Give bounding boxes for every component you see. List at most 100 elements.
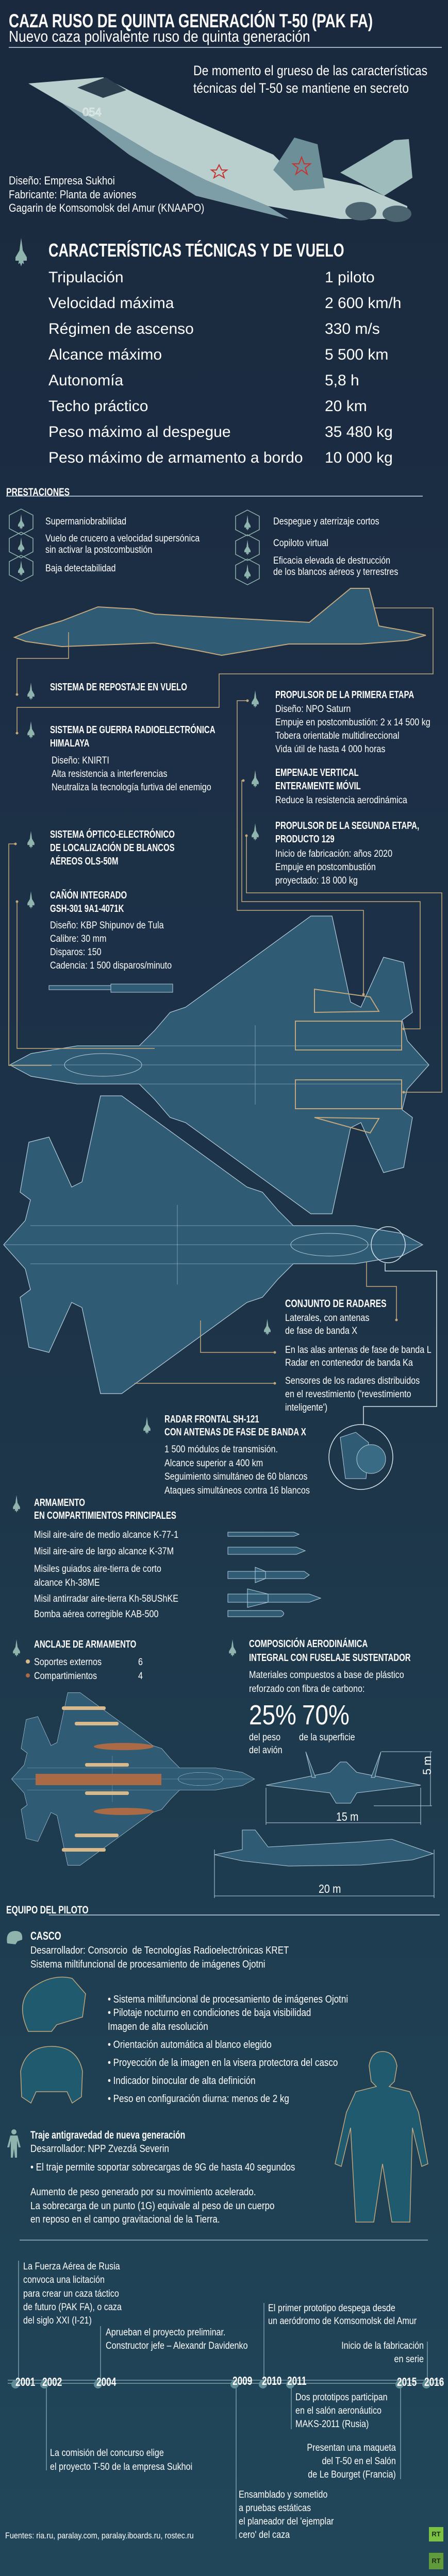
legend-count: 4 — [138, 1671, 143, 1682]
spec-label: Alcance máximo — [48, 346, 162, 363]
virtual-copilot-icon — [236, 535, 259, 561]
optical-title: SISTEMA ÓPTICO-ELECTRÓNICO DE LOCALIZACI… — [50, 829, 175, 867]
side-view-small-blueprint — [214, 1829, 434, 1867]
spec-value: 2 600 km/h — [325, 295, 402, 312]
pilot-divider — [49, 1914, 440, 1916]
sources: Fuentes: ria.ru, paralay.com, paralay.ib… — [5, 2531, 194, 2540]
supermaneuverability-icon — [9, 509, 33, 535]
frontal-radar-title: RADAR FRONTAL SH-121 CON ANTENAS DE FASE… — [164, 1414, 306, 1438]
page-title: CAZA RUSO DE QUINTA GENERACIÓN T-50 (PAK… — [9, 10, 373, 31]
missile-k37m — [227, 1547, 306, 1555]
hero-jet-illustration: 054 — [28, 77, 412, 222]
spec-value: 5,8 h — [325, 372, 359, 389]
legend-label: Compartimientos — [34, 1671, 97, 1682]
bomb-kab500 — [227, 1610, 284, 1617]
surface-percentage: 70% — [302, 1700, 350, 1731]
suit-note: Aumento de peso generado por su movimien… — [30, 2187, 275, 2225]
rt-logo-secondary: RT — [429, 2553, 443, 2569]
timeline-year: 2010 — [262, 2374, 282, 2387]
short-takeoff-icon — [236, 510, 259, 536]
helmet-icon — [7, 1931, 23, 1944]
timeline-event-2009: Ensamblado y sometido a pruebas estática… — [239, 2489, 334, 2540]
timeline-year: 2015 — [397, 2375, 417, 2388]
length-dimension: 20 m — [319, 1882, 341, 1895]
target-destruction-icon — [236, 559, 259, 585]
helmet-feature: • Sistema miltifuncional de procesamient… — [108, 1994, 349, 2005]
timeline-year: 2011 — [287, 2374, 307, 2387]
performance-item: Eficacia elevada de destrucción de los b… — [273, 555, 399, 578]
cannon-details: Diseño: KBP Shipunov de Tula Calibre: 30… — [50, 920, 172, 971]
callout-lines — [8, 607, 442, 1384]
tail-title: EMPENAJE VERTICAL ENTERAMENTE MÓVIL — [275, 767, 361, 792]
ew-details: Diseño: KNIRTI Alta resistencia a interf… — [52, 755, 211, 793]
spec-label: Tripulación — [48, 269, 124, 286]
aircraft-number: 054 — [82, 106, 102, 118]
jet-silhouette-icon — [15, 238, 27, 266]
timeline-year: 2001 — [15, 2375, 36, 2388]
performance-item: Supermaniobrabilidad — [45, 516, 127, 527]
engine1-details: Diseño: NPO Saturn Empuje en postcombust… — [275, 704, 430, 755]
callout-dots — [14, 693, 405, 1385]
top-view-engine-outlines — [295, 988, 402, 1134]
header-divider — [9, 47, 442, 48]
helmet-feature: • Pilotaje nocturno en condiciones de ba… — [108, 2007, 311, 2019]
aero-materials: Materiales compuestos a base de plástico… — [249, 1670, 404, 1694]
engine2-title: PROPULSOR DE LA SEGUNDA ETAPA, PRODUCTO … — [275, 820, 420, 845]
radar-highlight-circle — [371, 1226, 406, 1263]
weight-percentage: 25% — [249, 1700, 296, 1731]
suit-developer: Desarrollador: NPP Zvezdá Severin — [30, 2143, 169, 2155]
helmet-feature: • Peso en configuración diurna: menos de… — [108, 2093, 289, 2105]
engine2-details: Inicio de fabricación: años 2020 Empuje … — [275, 849, 393, 886]
radars-lateral: Laterales, con antenas de fase de banda … — [285, 1313, 370, 1336]
helmet-title: CASCO — [30, 1929, 61, 1942]
refueling-title: SISTEMA DE REPOSTAJE EN VUELO — [50, 682, 187, 693]
spec-label: Peso máximo al despegue — [48, 423, 231, 440]
spec-label: Velocidad máxima — [48, 295, 174, 312]
helmet-feature: • Proyección de la imagen en la visera p… — [108, 2057, 338, 2069]
side-view-blueprint — [13, 588, 426, 656]
helmet-side-illustration — [22, 1976, 86, 2032]
page-subtitle: Nuevo caza polivalente ruso de quinta ge… — [9, 27, 310, 45]
legend-dot-external — [26, 1659, 30, 1664]
supercruise-icon — [9, 532, 33, 558]
timeline-year: 2016 — [424, 2375, 444, 2388]
stealth-icon — [9, 555, 33, 581]
radars-skin: Sensores de los radares distribuidos en … — [285, 1376, 420, 1413]
spec-value: 1 piloto — [325, 269, 375, 286]
missile-drawings — [227, 1532, 322, 1617]
person-icon — [7, 2129, 21, 2158]
wingspan-dimension: 15 m — [336, 1810, 359, 1823]
cannon-title: CAÑÓN INTEGRADO GSH-301 9A1-4071K — [50, 890, 127, 914]
performance-divider — [6, 496, 423, 497]
legend-dot-bays — [26, 1673, 30, 1677]
spec-value: 20 km — [325, 398, 367, 415]
performance-item: Baja detectabilidad — [45, 563, 116, 574]
spec-label: Autonomía — [48, 372, 124, 389]
helmet-feature: • Orientación automática al blanco elegi… — [108, 2039, 272, 2050]
timeline-event-2011: Dos prototipos participan en el salón ae… — [295, 2392, 388, 2430]
timeline-markers — [11, 2380, 430, 2388]
suit-title: Traje antigravedad de nueva generación — [30, 2129, 186, 2141]
rt-logo: RT — [429, 2527, 443, 2541]
radars-title: CONJUNTO DE RADARES — [285, 1298, 387, 1310]
credits: Diseño: Empresa Sukhoi Fabricante: Plant… — [9, 174, 205, 214]
secret-note: De momento el grueso de las característi… — [193, 63, 428, 96]
helmet-front-illustration — [20, 2046, 83, 2104]
armament-item: Misil aire-aire de largo alcance K-37M — [34, 1546, 174, 1557]
timeline-event-2002: La comisión del concurso elige el proyec… — [50, 2448, 193, 2472]
helmet-feature: • Indicador binocular de alta definición — [108, 2075, 256, 2087]
external-hardpoints — [62, 1706, 129, 1852]
front-view-blueprint — [266, 1751, 421, 1804]
spec-value: 35 480 kg — [325, 423, 393, 440]
armament-item: Misiles guiados aire-tierra de corto alc… — [34, 1564, 161, 1588]
timeline-year: 2004 — [96, 2375, 117, 2388]
helmet-info: Desarrollador: Consorcio de Tecnologías … — [30, 1945, 289, 1970]
helmet-feature: Imagen de alta resolución — [108, 2021, 208, 2032]
pilot-suit-illustration — [335, 2051, 428, 2223]
spec-label: Techo práctico — [48, 398, 148, 415]
suit-feature: • El traje permite soportar sobrecargas … — [30, 2162, 295, 2173]
timeline-event-2010: El primer prototipo despega desde un aer… — [268, 2303, 417, 2327]
surface-label: de la superficie — [299, 1732, 355, 1743]
tail-details: Reduce la resistencia aerodinámica — [275, 795, 407, 806]
armament-title: ARMAMENTO EN COMPARTIMIENTOS PRINCIPALES — [34, 1497, 176, 1521]
